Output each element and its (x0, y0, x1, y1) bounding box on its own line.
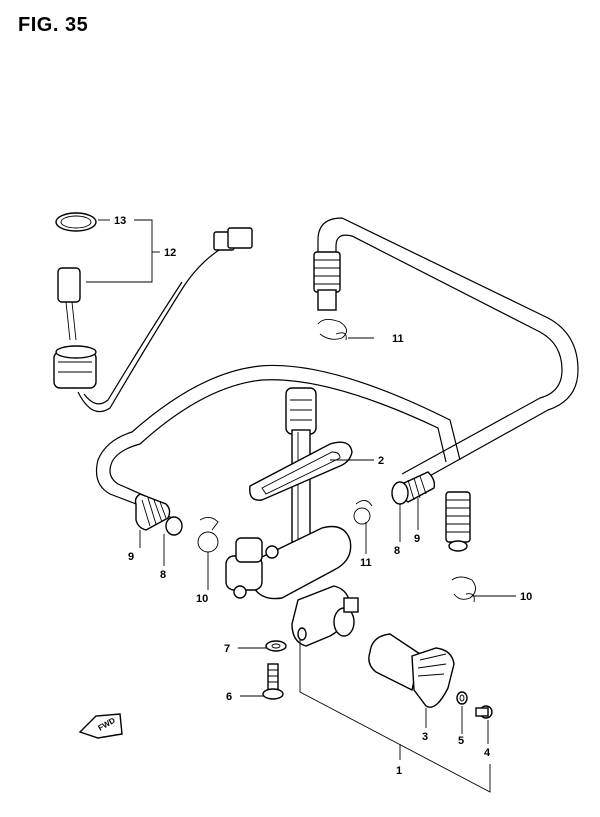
callout-6: 6 (226, 691, 232, 703)
clip-11-top (317, 319, 347, 341)
washer-7 (265, 640, 287, 652)
sender-wire (77, 247, 223, 413)
callout-13: 13 (114, 215, 126, 227)
callout-5: 5 (458, 735, 464, 747)
callout-8-left: 8 (160, 569, 166, 581)
callout-2: 2 (378, 455, 384, 467)
callout-11-right: 11 (360, 557, 372, 569)
fwd-arrow: FWD (78, 713, 123, 739)
callout-7: 7 (224, 643, 230, 655)
callout-8-right: 8 (394, 545, 400, 557)
fuel-hose-loop (95, 217, 579, 521)
hose-end-vertical (445, 491, 471, 552)
washer-5 (456, 691, 468, 705)
callout-9-left: 9 (128, 551, 134, 563)
callout-10-left: 10 (196, 593, 208, 605)
figure-title: FIG. 35 (18, 14, 89, 36)
fuel-cock-gasket (249, 441, 353, 501)
callout-9-right: 9 (414, 533, 420, 545)
hose-end-top (313, 251, 341, 311)
hose-end-left (134, 493, 183, 536)
clip-10-left (197, 517, 219, 553)
screw-4 (475, 705, 493, 719)
callout-11-top: 11 (392, 333, 404, 345)
fuel-cock-body (225, 525, 359, 647)
bolt-6 (262, 663, 284, 700)
callout-1: 1 (396, 765, 402, 777)
callout-4: 4 (484, 747, 491, 759)
fuel-cock-lever (368, 633, 455, 708)
callout-12: 12 (164, 247, 176, 259)
callout-10-right: 10 (520, 591, 532, 603)
callout-3: 3 (422, 731, 428, 743)
clip-11-right (353, 500, 373, 525)
clip-10-right (451, 576, 476, 603)
sender-connector (213, 227, 253, 251)
leader-lines (86, 219, 516, 793)
fuel-gauge-sender (53, 267, 97, 389)
hose-end-right (391, 471, 436, 505)
o-ring-13 (55, 212, 97, 232)
